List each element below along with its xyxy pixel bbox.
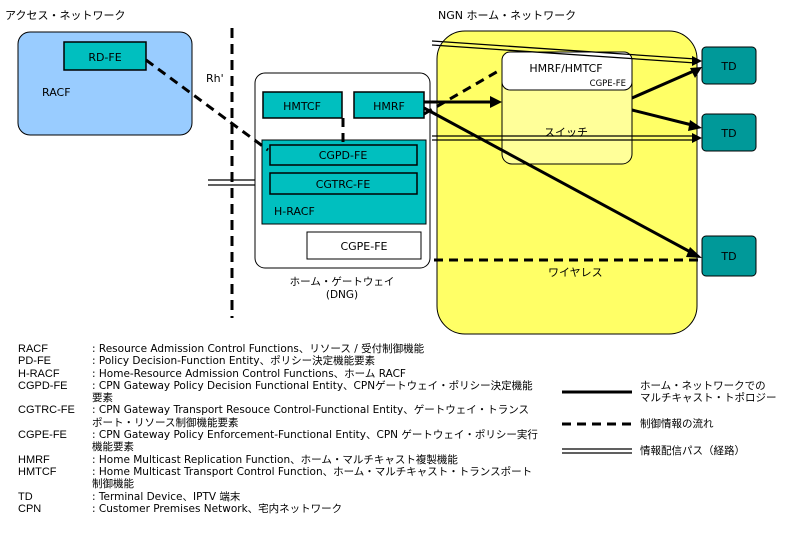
hmtcf-box [262, 91, 343, 119]
glossary-definition: Resource Admission Control Functions、リソー… [92, 343, 538, 355]
key-control-flow: 制御情報の流れ [562, 418, 798, 430]
glossary-row: CPN Customer Premises Network、宅内ネットワーク [18, 503, 538, 515]
double-line-swatch [562, 448, 632, 454]
cgpd-fe-label: CGPD-FE [319, 149, 368, 162]
h-racf-label: H-RACF [274, 205, 315, 218]
racf-label: RACF [42, 86, 71, 99]
td-box-2 [701, 113, 757, 152]
cgpd-fe-box [269, 144, 418, 166]
glossary-row: TD Terminal Device、IPTV 端末 [18, 491, 538, 503]
glossary-term: CGPD-FE [18, 379, 68, 392]
glossary-term: TD [18, 490, 33, 503]
glossary-definition: Home Multicast Replication Function、ホーム・… [92, 454, 538, 466]
glossary-row: CGPE-FE CPN Gateway Policy Enforcement-Fu… [18, 429, 538, 454]
dashed-line-swatch [562, 422, 632, 426]
td-label-1: TD [720, 60, 736, 73]
glossary-term: H-RACF [18, 367, 60, 380]
arrowhead-td1-double [692, 56, 702, 66]
multicast-topology-lines [423, 68, 697, 257]
rd-fe-label: RD-FE [88, 51, 121, 64]
arrowhead-td1-solid [690, 67, 702, 78]
racf-box [17, 31, 193, 136]
glossary-definition: CPN Gateway Policy Decision Functional E… [92, 380, 538, 405]
glossary-row: RACF Resource Admission Control Functions… [18, 343, 538, 355]
key-multicast-text: ホーム・ネットワークでの マルチキャスト・トポロジー [640, 380, 777, 404]
td-label-3: TD [720, 250, 736, 263]
glossary-term: CGPE-FE [18, 429, 67, 442]
key-multicast-label-1: ホーム・ネットワークでの [640, 380, 766, 392]
td-label-2: TD [720, 127, 736, 140]
glossary-term: PD-FE [18, 355, 51, 368]
hmrf-hmtcf-label: HMRF/HMTCF [529, 62, 602, 75]
wireless-label: ワイヤレス [548, 266, 603, 279]
glossary-definition: Home-Resource Admission Control Function… [92, 368, 538, 380]
cgpe-fe-small-label: CGPE-FE [590, 79, 626, 89]
glossary-definition: Terminal Device、IPTV 端末 [92, 491, 538, 503]
dng-caption: (DNG) [326, 289, 358, 301]
glossary-row: PD-FE Policy Decision-Function Entity、ポリシ… [18, 355, 538, 367]
solid-line-swatch [562, 390, 632, 394]
glossary-row: H-RACF Home-Resource Admission Control Fu… [18, 368, 538, 380]
access-network-title: アクセス・ネットワーク [5, 9, 125, 22]
key-delivery-path: 情報配信パス（経路） [562, 445, 798, 457]
cgtrc-fe-box [269, 172, 418, 195]
cgtrc-fe-label: CGTRC-FE [316, 178, 371, 191]
glossary-definition: Policy Decision-Function Entity、ポリシー決定機能… [92, 355, 538, 367]
glossary-definition: Customer Premises Network、宅内ネットワーク [92, 503, 538, 515]
control-flow-lines [145, 58, 698, 262]
glossary-definition: CPN Gateway Policy Enforcement-Functiona… [92, 429, 538, 454]
td-box-1 [701, 46, 757, 85]
td-box-3 [701, 235, 757, 277]
home-gateway-caption: ホーム・ゲートウェイ [290, 276, 395, 288]
glossary-row: HMRF Home Multicast Replication Function、… [18, 454, 538, 466]
glossary-term: HMTCF [18, 465, 57, 478]
cgpe-fe-box [306, 231, 422, 260]
rh-interface-label: Rh' [206, 72, 224, 85]
ngn-home-network-title: NGN ホーム・ネットワーク [438, 9, 576, 22]
glossary-row: HMTCF Home Multicast Transport Control Fu… [18, 466, 538, 491]
arrowhead-td3-solid [686, 247, 702, 258]
arrowhead-td2-solid [688, 120, 702, 131]
switch-label: スイッチ [544, 126, 588, 139]
glossary-definition: CPN Gateway Transport Resouce Control-Fu… [92, 404, 538, 429]
glossary-row: CGPD-FE CPN Gateway Policy Decision Funct… [18, 380, 538, 405]
glossary-term: CGTRC-FE [18, 404, 75, 417]
rd-fe-box [63, 41, 147, 71]
hmrf-hmtcf-box [501, 51, 633, 91]
glossary-term: CPN [18, 502, 42, 515]
glossary-definition: Home Multicast Transport Control Functio… [92, 466, 538, 491]
arrowhead-td2-double [692, 133, 702, 143]
glossary: RACF Resource Admission Control Functions… [18, 343, 538, 515]
arrowhead-switch [490, 96, 502, 108]
hmrf-box [353, 91, 425, 119]
key-multicast-label-2: マルチキャスト・トポロジー [640, 392, 777, 404]
hmrf-label: HMRF [373, 100, 405, 113]
glossary-term: RACF [18, 343, 48, 355]
glossary-term: HMRF [18, 453, 50, 466]
glossary-row: CGTRC-FE CPN Gateway Transport Resouce Co… [18, 404, 538, 429]
key-control-flow-label: 制御情報の流れ [640, 418, 714, 430]
key-delivery-path-label: 情報配信パス（経路） [640, 445, 745, 457]
key-multicast-topology: ホーム・ネットワークでの マルチキャスト・トポロジー [562, 380, 798, 404]
cgpe-fe-label: CGPE-FE [340, 240, 387, 253]
hmtcf-label: HMTCF [283, 100, 321, 113]
